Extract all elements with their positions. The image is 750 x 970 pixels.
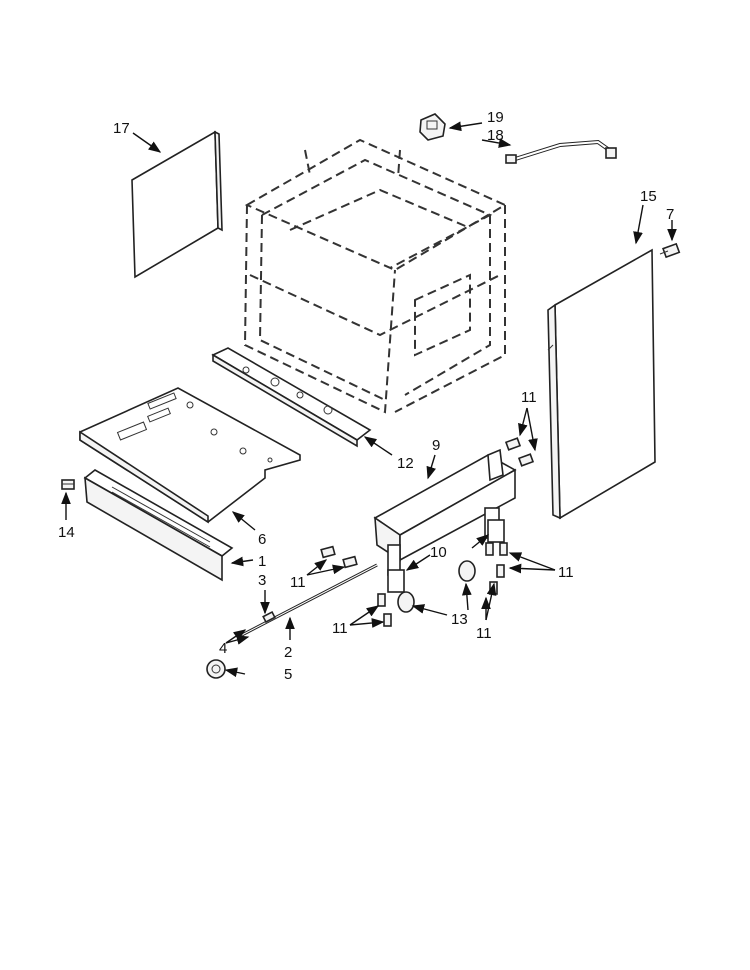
left-side-panel (131, 130, 223, 279)
callout-2: 2 (284, 644, 292, 661)
fill-tube (505, 139, 617, 164)
toe-panel (83, 469, 234, 582)
foot-pad (206, 659, 226, 679)
callout-9: 9 (432, 437, 440, 454)
callout-5: 5 (284, 666, 292, 683)
leveling-legs (387, 519, 505, 593)
base-plate (79, 387, 301, 524)
callout-7: 7 (666, 206, 674, 223)
callout-11-bottom-right: 11 (476, 625, 492, 642)
right-side-panel (547, 248, 656, 520)
callout-11-right: 11 (558, 564, 574, 581)
front-rail (211, 347, 372, 448)
callout-6: 6 (258, 531, 266, 548)
screw-right-panel (659, 242, 681, 259)
callout-12: 12 (397, 455, 414, 472)
callout-18: 18 (487, 127, 504, 144)
callout-17: 17 (113, 120, 130, 137)
leveling-rod (239, 563, 378, 638)
callout-3: 3 (258, 572, 266, 589)
rollers (397, 560, 476, 613)
callout-arrows (61, 121, 677, 678)
callout-11-left: 11 (290, 574, 306, 591)
screw-toe-panel (61, 479, 75, 490)
callout-11-top: 11 (521, 389, 537, 406)
callout-19: 19 (487, 109, 504, 126)
callout-labels: 17 19 18 15 7 11 9 12 14 6 1 10 11 3 11 … (58, 109, 674, 683)
callout-13: 13 (451, 611, 468, 628)
channel-bracket (373, 448, 517, 576)
callout-1: 1 (258, 553, 266, 570)
callout-14: 14 (58, 524, 75, 541)
callout-4: 4 (219, 640, 227, 657)
callout-15: 15 (640, 188, 657, 205)
callout-10: 10 (430, 544, 447, 561)
cabinet-dashed-outline (243, 138, 508, 414)
callout-11-bottom-left: 11 (332, 620, 348, 637)
screw-set-11 (320, 437, 535, 627)
valve-bracket (419, 113, 446, 141)
